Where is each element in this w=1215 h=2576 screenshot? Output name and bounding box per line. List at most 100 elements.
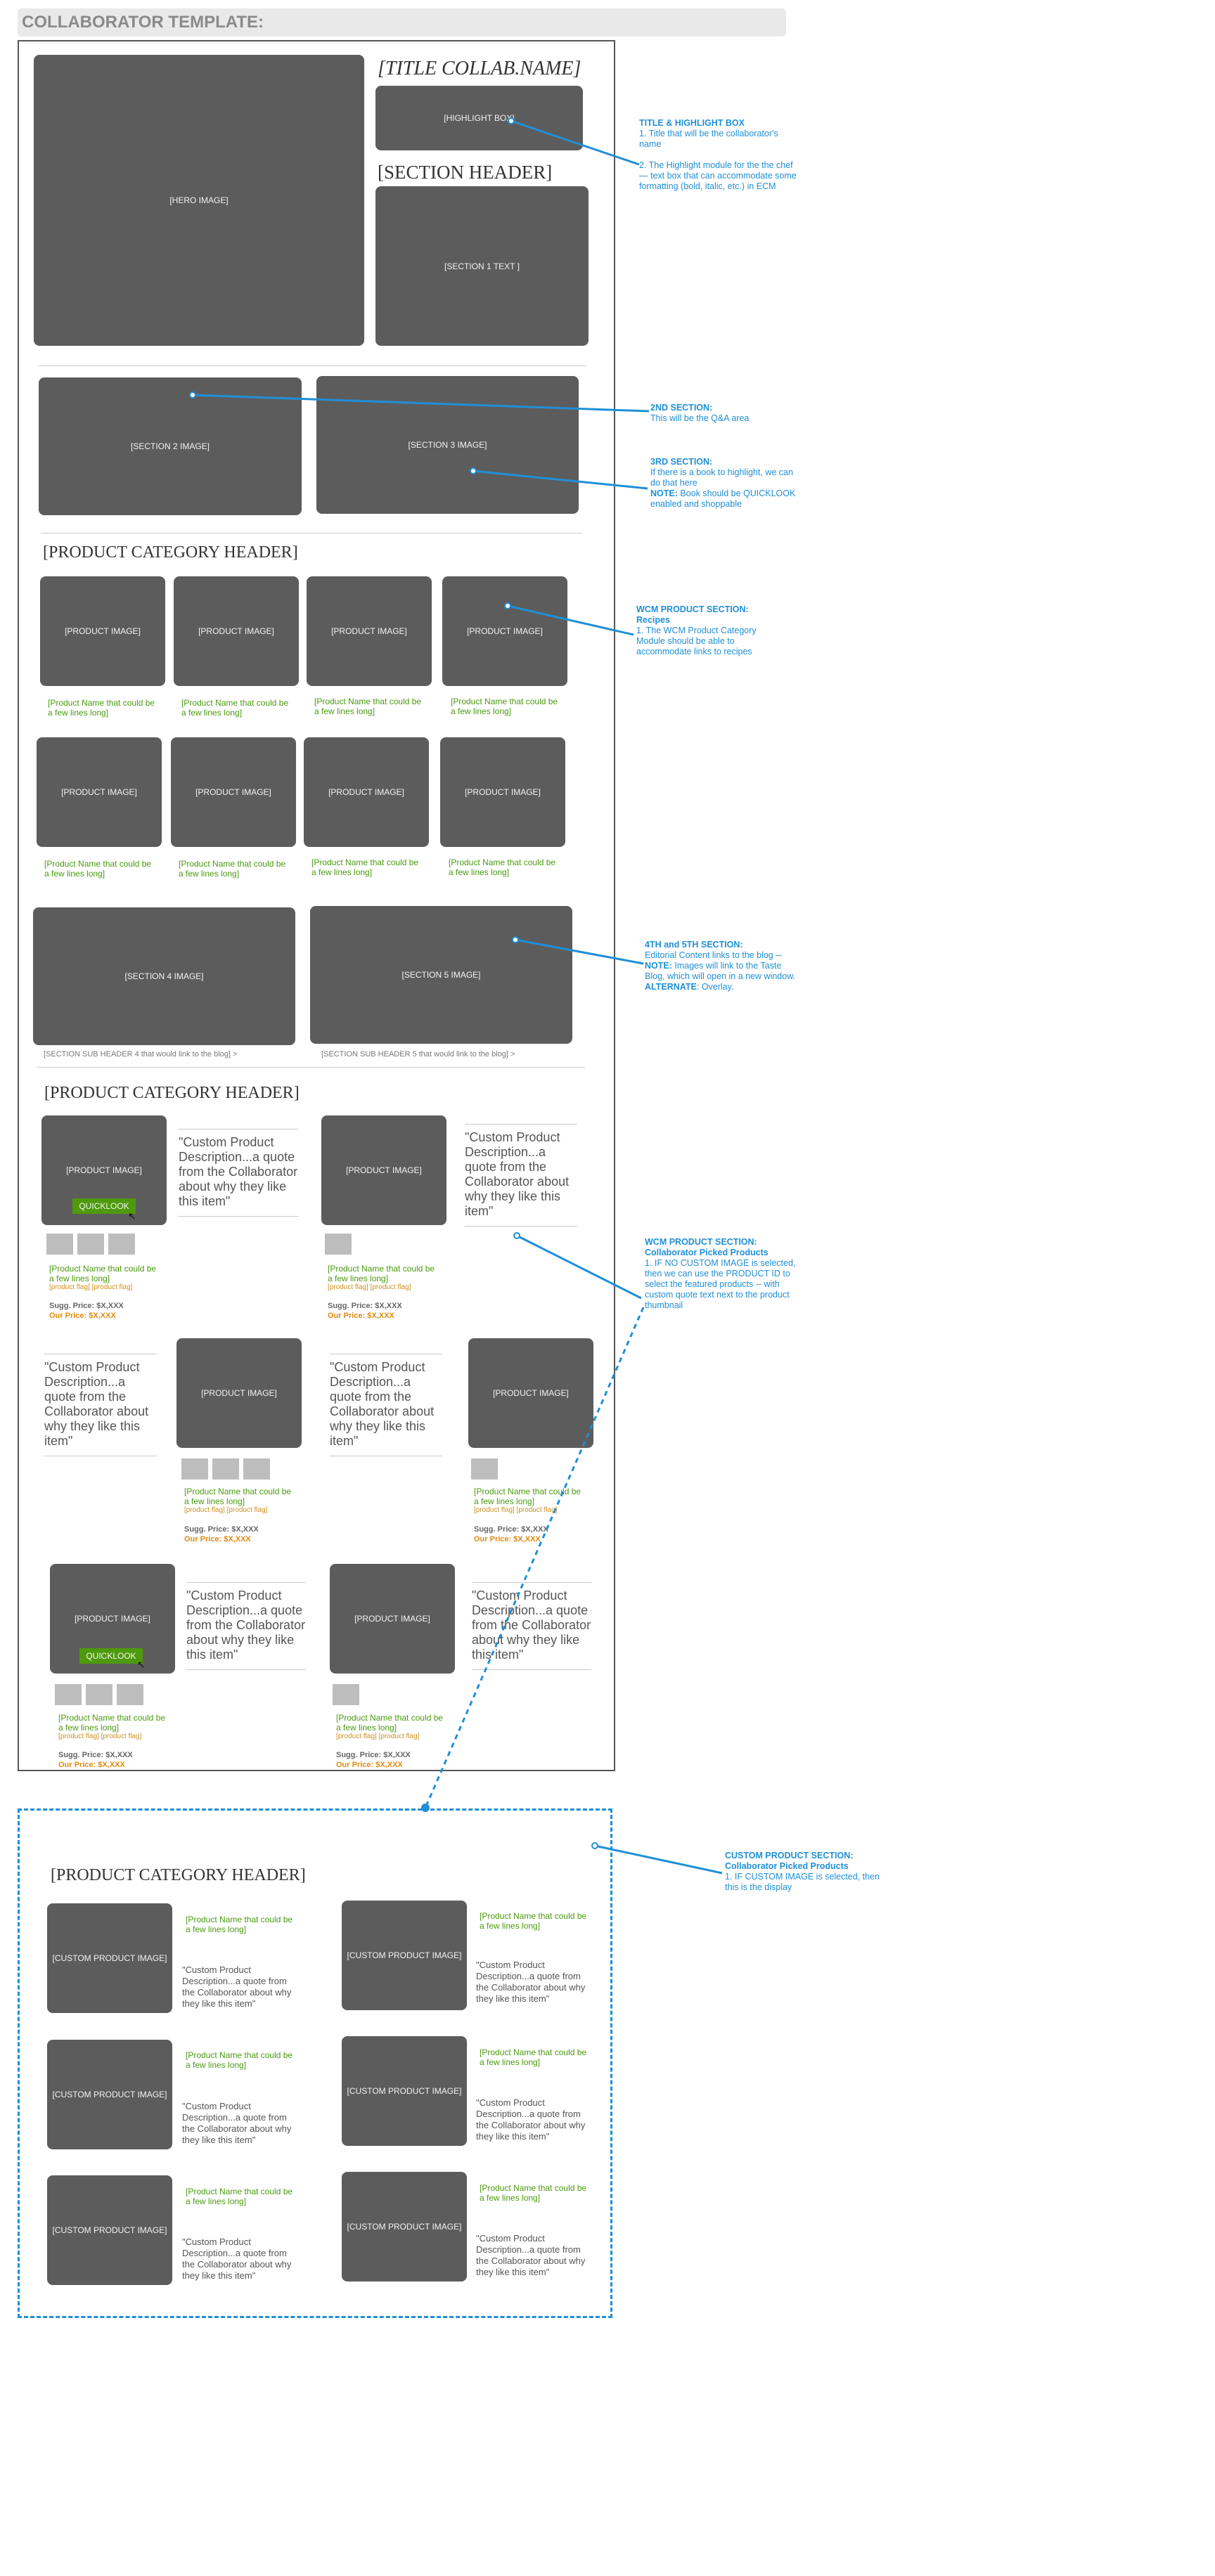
- note-label: ALTERNATE: [645, 982, 697, 992]
- product-name[interactable]: [Product Name that could be a few lines …: [186, 2050, 293, 2070]
- section4-image[interactable]: [SECTION 4 IMAGE]: [33, 907, 295, 1045]
- our-price: Our Price: $X,XXX: [328, 1312, 394, 1320]
- category-header: [PRODUCT CATEGORY HEADER]: [44, 1084, 300, 1102]
- product-quote: "Custom Product Description...a quote fr…: [186, 1582, 306, 1670]
- category-header: [PRODUCT CATEGORY HEADER]: [51, 1866, 306, 1884]
- product-quote: "Custom Product Description...a quote fr…: [472, 1582, 591, 1670]
- sugg-price: Sugg. Price: $X,XXX: [336, 1751, 411, 1759]
- note-text: Images will link to the Taste Blog, whic…: [645, 961, 796, 981]
- custom-product-image[interactable]: [CUSTOM PRODUCT IMAGE]: [342, 2172, 467, 2281]
- section5-subheader-text[interactable]: [SECTION SUB HEADER 5 that would link to…: [321, 1050, 508, 1059]
- page-title: COLLABORATOR TEMPLATE:: [22, 13, 264, 32]
- note-text: 1. The WCM Product Category Module shoul…: [636, 626, 757, 656]
- product-name[interactable]: [Product Name that could be a few lines …: [449, 857, 556, 877]
- product-flags: [product flag] [product flag]: [474, 1506, 558, 1514]
- note-heading: CUSTOM PRODUCT SECTION:: [725, 1851, 854, 1860]
- product-thumbnail[interactable]: [333, 1684, 359, 1705]
- product-thumbnail[interactable]: [325, 1234, 352, 1255]
- product-name[interactable]: [Product Name that could be a few lines …: [328, 1264, 435, 1283]
- product-quote: "Custom Product Description...a quote fr…: [179, 1129, 298, 1217]
- product-flags: [product flag] [product flag]: [328, 1283, 411, 1291]
- quicklook-button[interactable]: QUICKLOOK: [72, 1198, 136, 1214]
- product-thumbnail[interactable]: [212, 1458, 239, 1480]
- product-name[interactable]: [Product Name that could be a few lines …: [186, 2187, 293, 2206]
- divider: [38, 365, 586, 366]
- product-thumbnail[interactable]: [243, 1458, 270, 1480]
- product-image: [PRODUCT IMAGE]: [304, 737, 429, 847]
- note-title-highlight: TITLE & HIGHLIGHT BOX 1. Title that will…: [639, 118, 797, 192]
- page-title-bar: COLLABORATOR TEMPLATE:: [18, 8, 786, 37]
- note-text: Editorial Content links to the blog --: [645, 950, 782, 960]
- sugg-price: Sugg. Price: $X,XXX: [328, 1302, 402, 1310]
- product-name[interactable]: [Product Name that could be a few lines …: [58, 1713, 166, 1733]
- product-name[interactable]: [Product Name that could be a few lines …: [184, 1487, 292, 1506]
- product-name[interactable]: [Product Name that could be a few lines …: [48, 698, 155, 718]
- note-second-section: 2ND SECTION: This will be the Q&A area: [650, 403, 805, 424]
- custom-product-image[interactable]: [CUSTOM PRODUCT IMAGE]: [47, 2040, 172, 2149]
- product-image: [PRODUCT IMAGE]: [174, 576, 299, 686]
- product-image: [PRODUCT IMAGE]: [440, 737, 565, 847]
- collab-title: [TITLE COLLAB.NAME]: [378, 58, 581, 79]
- product-thumbnail[interactable]: [46, 1234, 73, 1255]
- product-image[interactable]: [PRODUCT IMAGE]: [468, 1338, 593, 1448]
- product-name[interactable]: [Product Name that could be a few lines …: [474, 1487, 581, 1506]
- product-image: [PRODUCT IMAGE]: [442, 576, 567, 686]
- product-name[interactable]: [Product Name that could be a few lines …: [49, 1264, 157, 1283]
- note-wcm-recipes: WCM PRODUCT SECTION: Recipes 1. The WCM …: [636, 604, 788, 657]
- note-text: This will be the Q&A area: [650, 413, 750, 423]
- note-heading: 4TH and 5TH SECTION:: [645, 940, 743, 950]
- custom-product-image[interactable]: [CUSTOM PRODUCT IMAGE]: [47, 2175, 172, 2285]
- section4-subheader[interactable]: [SECTION SUB HEADER 4 that would link to…: [44, 1050, 238, 1059]
- product-name[interactable]: [Product Name that could be a few lines …: [311, 857, 419, 877]
- product-thumbnail[interactable]: [77, 1234, 104, 1255]
- note-label: NOTE:: [650, 488, 678, 498]
- product-name[interactable]: [Product Name that could be a few lines …: [181, 698, 289, 718]
- product-name[interactable]: [Product Name that could be a few lines …: [480, 2047, 587, 2067]
- custom-quote: "Custom Product Description...a quote fr…: [476, 2233, 586, 2277]
- note-heading: Collaborator Picked Products: [645, 1248, 769, 1257]
- product-name[interactable]: [Product Name that could be a few lines …: [179, 859, 286, 879]
- section4-subheader-text[interactable]: [SECTION SUB HEADER 4 that would link to…: [44, 1050, 231, 1059]
- product-thumbnail[interactable]: [55, 1684, 82, 1705]
- custom-product-image[interactable]: [CUSTOM PRODUCT IMAGE]: [342, 2036, 467, 2146]
- note-text: Book should be QUICKLOOK enabled and sho…: [650, 488, 796, 509]
- product-name[interactable]: [Product Name that could be a few lines …: [480, 1911, 587, 1931]
- custom-product-image[interactable]: [CUSTOM PRODUCT IMAGE]: [342, 1901, 467, 2010]
- custom-product-frame: [18, 1808, 612, 2318]
- product-thumbnail[interactable]: [471, 1458, 498, 1480]
- section5-subheader[interactable]: [SECTION SUB HEADER 5 that would link to…: [321, 1050, 515, 1059]
- product-image[interactable]: [PRODUCT IMAGE]: [321, 1115, 446, 1225]
- custom-product-image[interactable]: [CUSTOM PRODUCT IMAGE]: [47, 1903, 172, 2013]
- product-thumbnail[interactable]: [117, 1684, 143, 1705]
- product-name[interactable]: [Product Name that could be a few lines …: [314, 697, 422, 716]
- product-name[interactable]: [Product Name that could be a few lines …: [480, 2183, 587, 2203]
- product-thumbnail[interactable]: [86, 1684, 112, 1705]
- hero-image: [HERO IMAGE]: [34, 55, 364, 346]
- our-price: Our Price: $X,XXX: [58, 1761, 125, 1769]
- product-thumbnail[interactable]: [181, 1458, 208, 1480]
- section-header: [SECTION HEADER]: [378, 162, 553, 183]
- product-image[interactable]: [PRODUCT IMAGE]: [330, 1564, 455, 1674]
- quicklook-button[interactable]: QUICKLOOK: [79, 1648, 143, 1664]
- product-flags: [product flag] [product flag]: [184, 1506, 268, 1514]
- product-image[interactable]: [PRODUCT IMAGE]: [176, 1338, 302, 1448]
- sugg-price: Sugg. Price: $X,XXX: [184, 1525, 259, 1534]
- product-quote: "Custom Product Description...a quote fr…: [330, 1354, 442, 1456]
- note-third-section: 3RD SECTION: If there is a book to highl…: [650, 457, 805, 510]
- product-name[interactable]: [Product Name that could be a few lines …: [186, 1915, 293, 1934]
- note-heading: 3RD SECTION:: [650, 457, 713, 467]
- template-frame: [18, 40, 615, 1771]
- product-name[interactable]: [Product Name that could be a few lines …: [336, 1713, 444, 1733]
- note-text: If there is a book to highlight, we can …: [650, 467, 793, 488]
- product-name[interactable]: [Product Name that could be a few lines …: [44, 859, 152, 879]
- note-heading: WCM PRODUCT SECTION:: [645, 1237, 757, 1247]
- section5-image[interactable]: [SECTION 5 IMAGE]: [310, 906, 572, 1044]
- product-thumbnail[interactable]: [108, 1234, 135, 1255]
- custom-quote: "Custom Product Description...a quote fr…: [182, 2101, 292, 2145]
- section3-image: [SECTION 3 IMAGE]: [316, 376, 579, 514]
- product-flags: [product flag] [product flag]: [336, 1733, 420, 1740]
- note-heading: WCM PRODUCT SECTION:: [636, 604, 749, 614]
- connector-line: [594, 1844, 723, 1875]
- product-name[interactable]: [Product Name that could be a few lines …: [451, 697, 558, 716]
- our-price: Our Price: $X,XXX: [49, 1312, 116, 1320]
